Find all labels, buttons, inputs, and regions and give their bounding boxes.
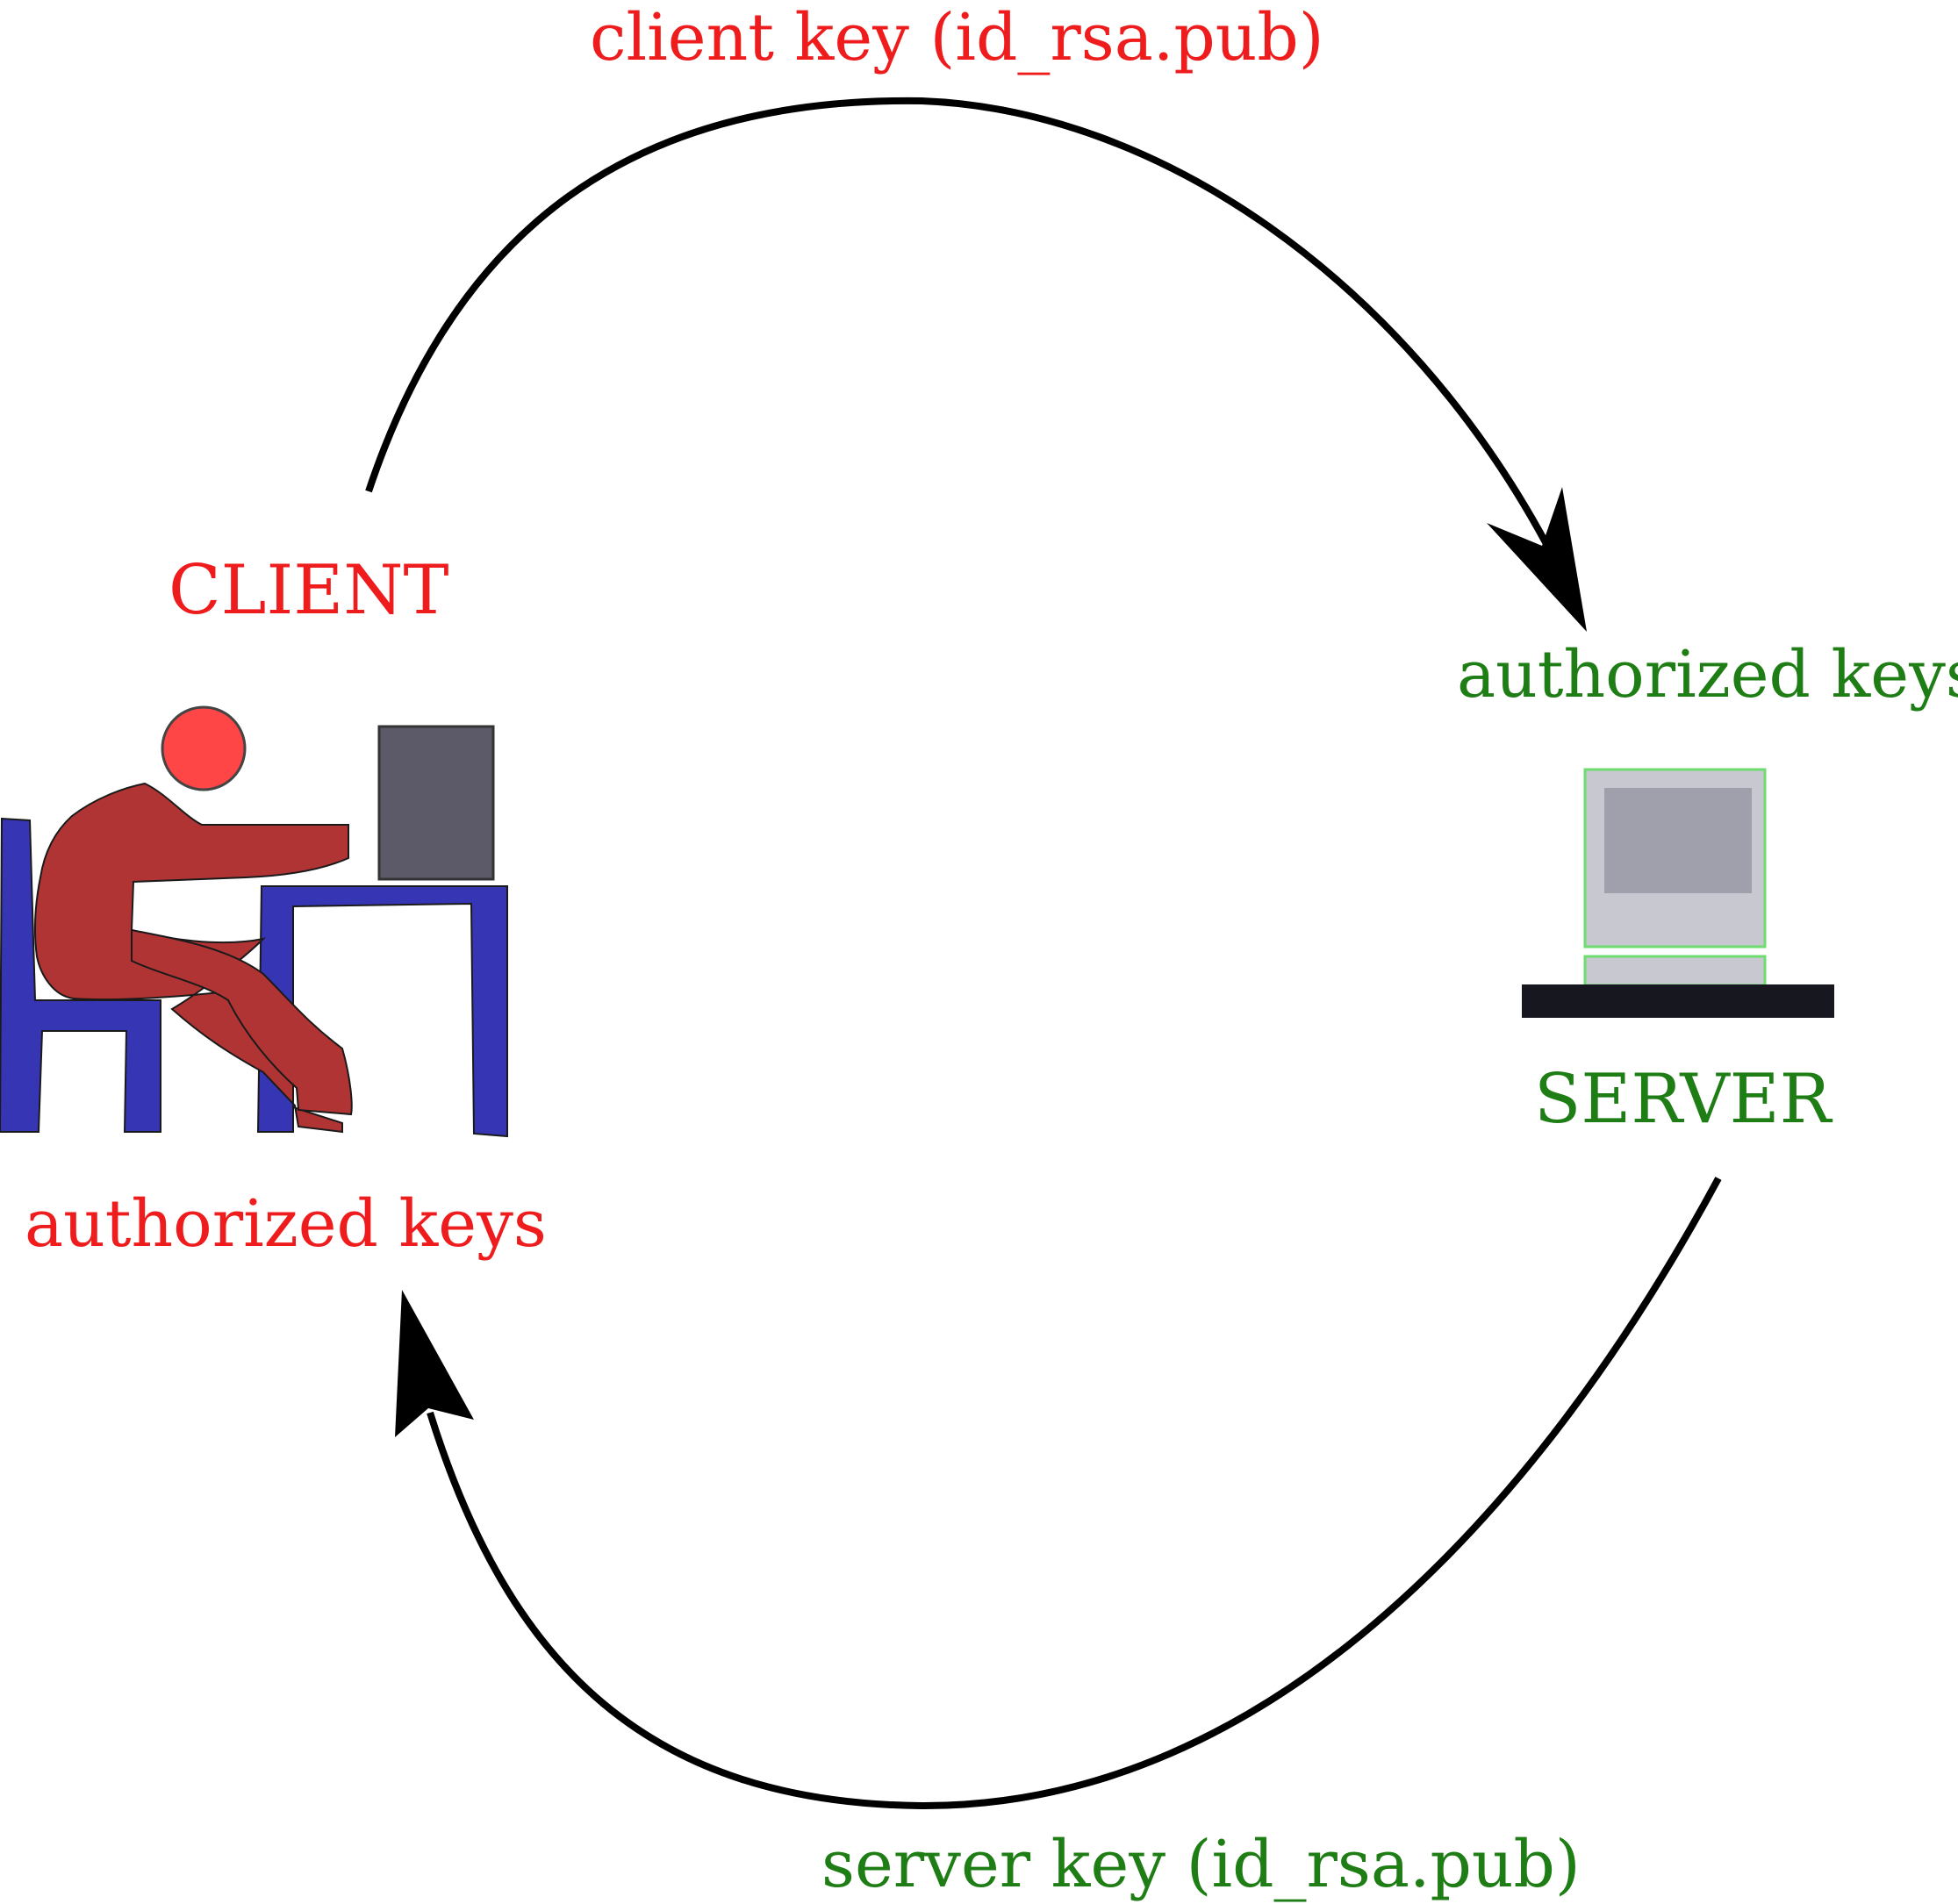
client-authorized-keys-label: authorized keys [25,1186,547,1262]
desk-icon [256,885,508,1138]
server-title: SERVER [1534,1060,1832,1139]
server-screen-icon [1604,788,1752,893]
server-key-label: server key (id_rsa.pub) [821,1827,1581,1902]
client-to-server-arrowhead [1487,487,1587,632]
client-to-server-arrow [365,97,1587,632]
client-monitor-icon [377,725,495,881]
server-lower-case-icon [1583,955,1767,987]
server-computer-icon [1522,768,1834,1018]
client-to-server-arrow-line [365,97,1550,546]
person-head-icon [161,705,247,791]
server-to-client-arrow-line [427,1177,1722,1810]
server-base-icon [1522,984,1834,1018]
server-to-client-arrowhead [395,1290,474,1437]
server-authorized-keys-label: authorized keys [1457,637,1958,712]
chair-icon [0,817,161,1133]
server-to-client-arrow [395,1177,1722,1810]
client-key-label: client key (id_rsa.pub) [590,0,1324,75]
person-at-desk-icon [0,705,508,1138]
person-leg-icon [131,928,353,1116]
client-title: CLIENT [169,551,449,630]
